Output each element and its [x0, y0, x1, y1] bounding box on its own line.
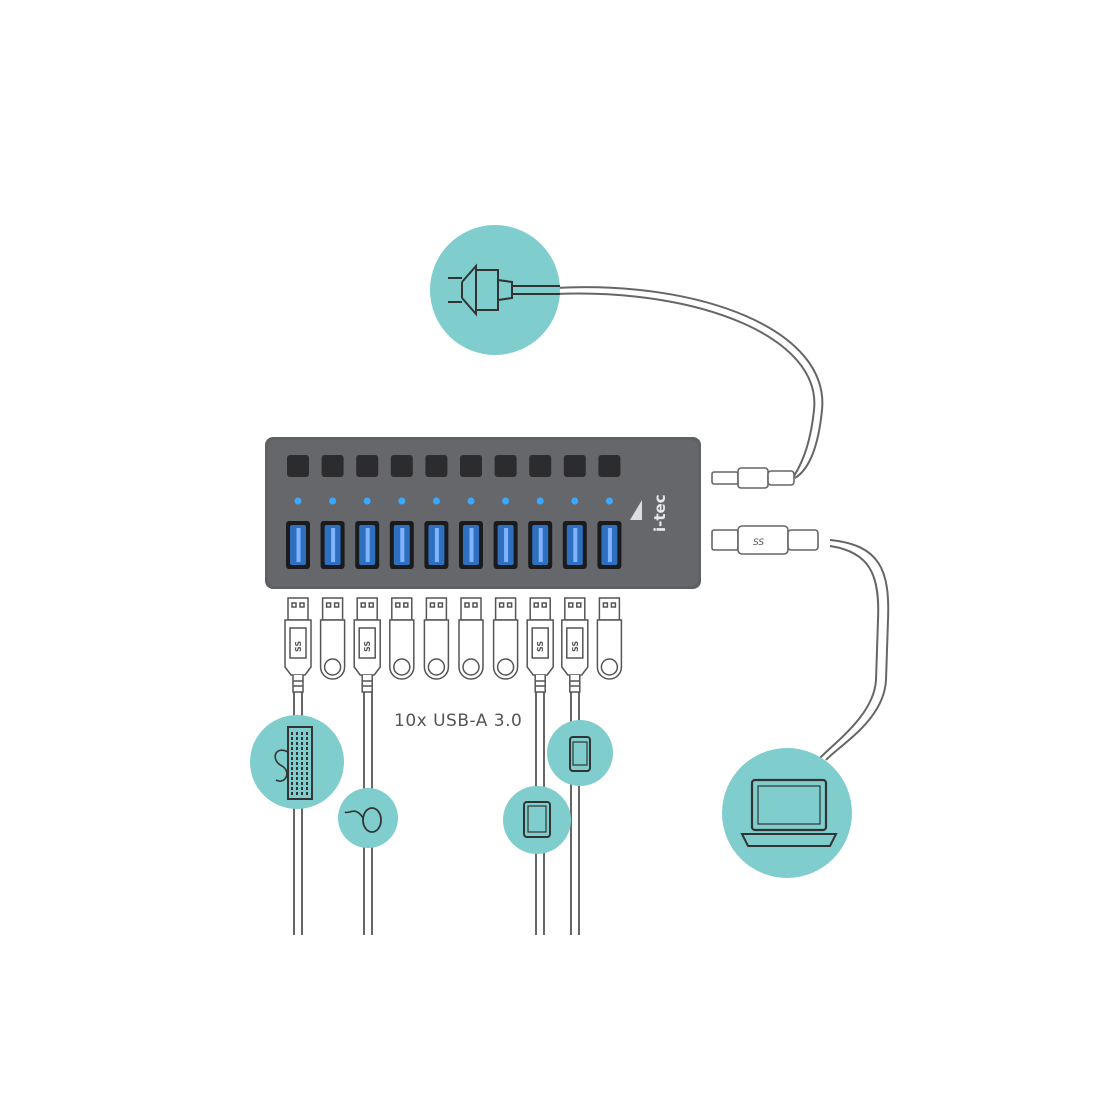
laptop-circle — [722, 748, 852, 878]
port-led — [363, 497, 371, 505]
usb-cable: SS — [561, 597, 589, 693]
flash-drive — [319, 597, 346, 680]
port-power-button[interactable] — [356, 455, 379, 477]
svg-text:SS: SS — [294, 641, 303, 652]
flash-drive — [458, 597, 484, 680]
usb-a-port — [320, 521, 345, 569]
port-led — [502, 497, 510, 505]
svg-text:SS: SS — [753, 538, 764, 548]
host-cable — [825, 539, 890, 761]
power-cable — [554, 286, 824, 479]
usb-cable: SS — [353, 597, 381, 693]
keyboard-circle — [250, 715, 344, 809]
usb-a-port — [286, 521, 310, 569]
svg-text:i-tec: i-tec — [651, 494, 669, 532]
i-tec-logo: i-tec — [651, 494, 669, 532]
usb-cable: SS — [284, 597, 312, 693]
port-power-button[interactable] — [563, 455, 586, 477]
flash-drive — [423, 597, 450, 680]
usb-cable: SS — [526, 597, 554, 693]
usb-a-port — [355, 521, 380, 569]
port-led — [571, 497, 579, 505]
port-led — [605, 497, 613, 505]
mouse-circle — [338, 788, 398, 848]
usb-b-plug: SS — [711, 525, 819, 555]
usb-a-port — [528, 521, 553, 569]
svg-text:SS: SS — [363, 641, 372, 652]
flash-drive — [596, 597, 623, 680]
port-power-button[interactable] — [425, 455, 448, 477]
port-led — [294, 497, 302, 505]
tablet-circle — [503, 786, 571, 854]
port-power-button[interactable] — [598, 455, 621, 477]
usb-a-port — [562, 521, 587, 569]
usb-a-port — [389, 521, 414, 569]
port-led — [432, 497, 440, 505]
port-led — [398, 497, 406, 505]
svg-text:SS: SS — [571, 641, 580, 652]
usb-a-port — [459, 521, 483, 569]
port-power-button[interactable] — [494, 455, 517, 477]
port-led — [536, 497, 544, 505]
port-power-button[interactable] — [460, 455, 482, 477]
flash-drive — [492, 597, 519, 680]
flash-drive — [389, 597, 415, 680]
svg-text:SS: SS — [536, 641, 545, 652]
usb-a-port — [493, 521, 518, 569]
port-led — [467, 497, 475, 505]
power-plug-circle — [430, 225, 560, 355]
port-power-button[interactable] — [390, 455, 413, 477]
phone-circle — [547, 720, 613, 786]
port-led — [329, 497, 337, 505]
port-power-button[interactable] — [529, 455, 552, 477]
usb-a-port — [424, 521, 449, 569]
port-power-button[interactable] — [321, 455, 344, 477]
usb-a-port — [597, 521, 622, 569]
ports-label: 10x USB-A 3.0 — [394, 711, 523, 731]
dc-plug — [711, 467, 795, 489]
usb-hub: i-tec — [265, 437, 701, 589]
port-power-button[interactable] — [287, 455, 309, 477]
